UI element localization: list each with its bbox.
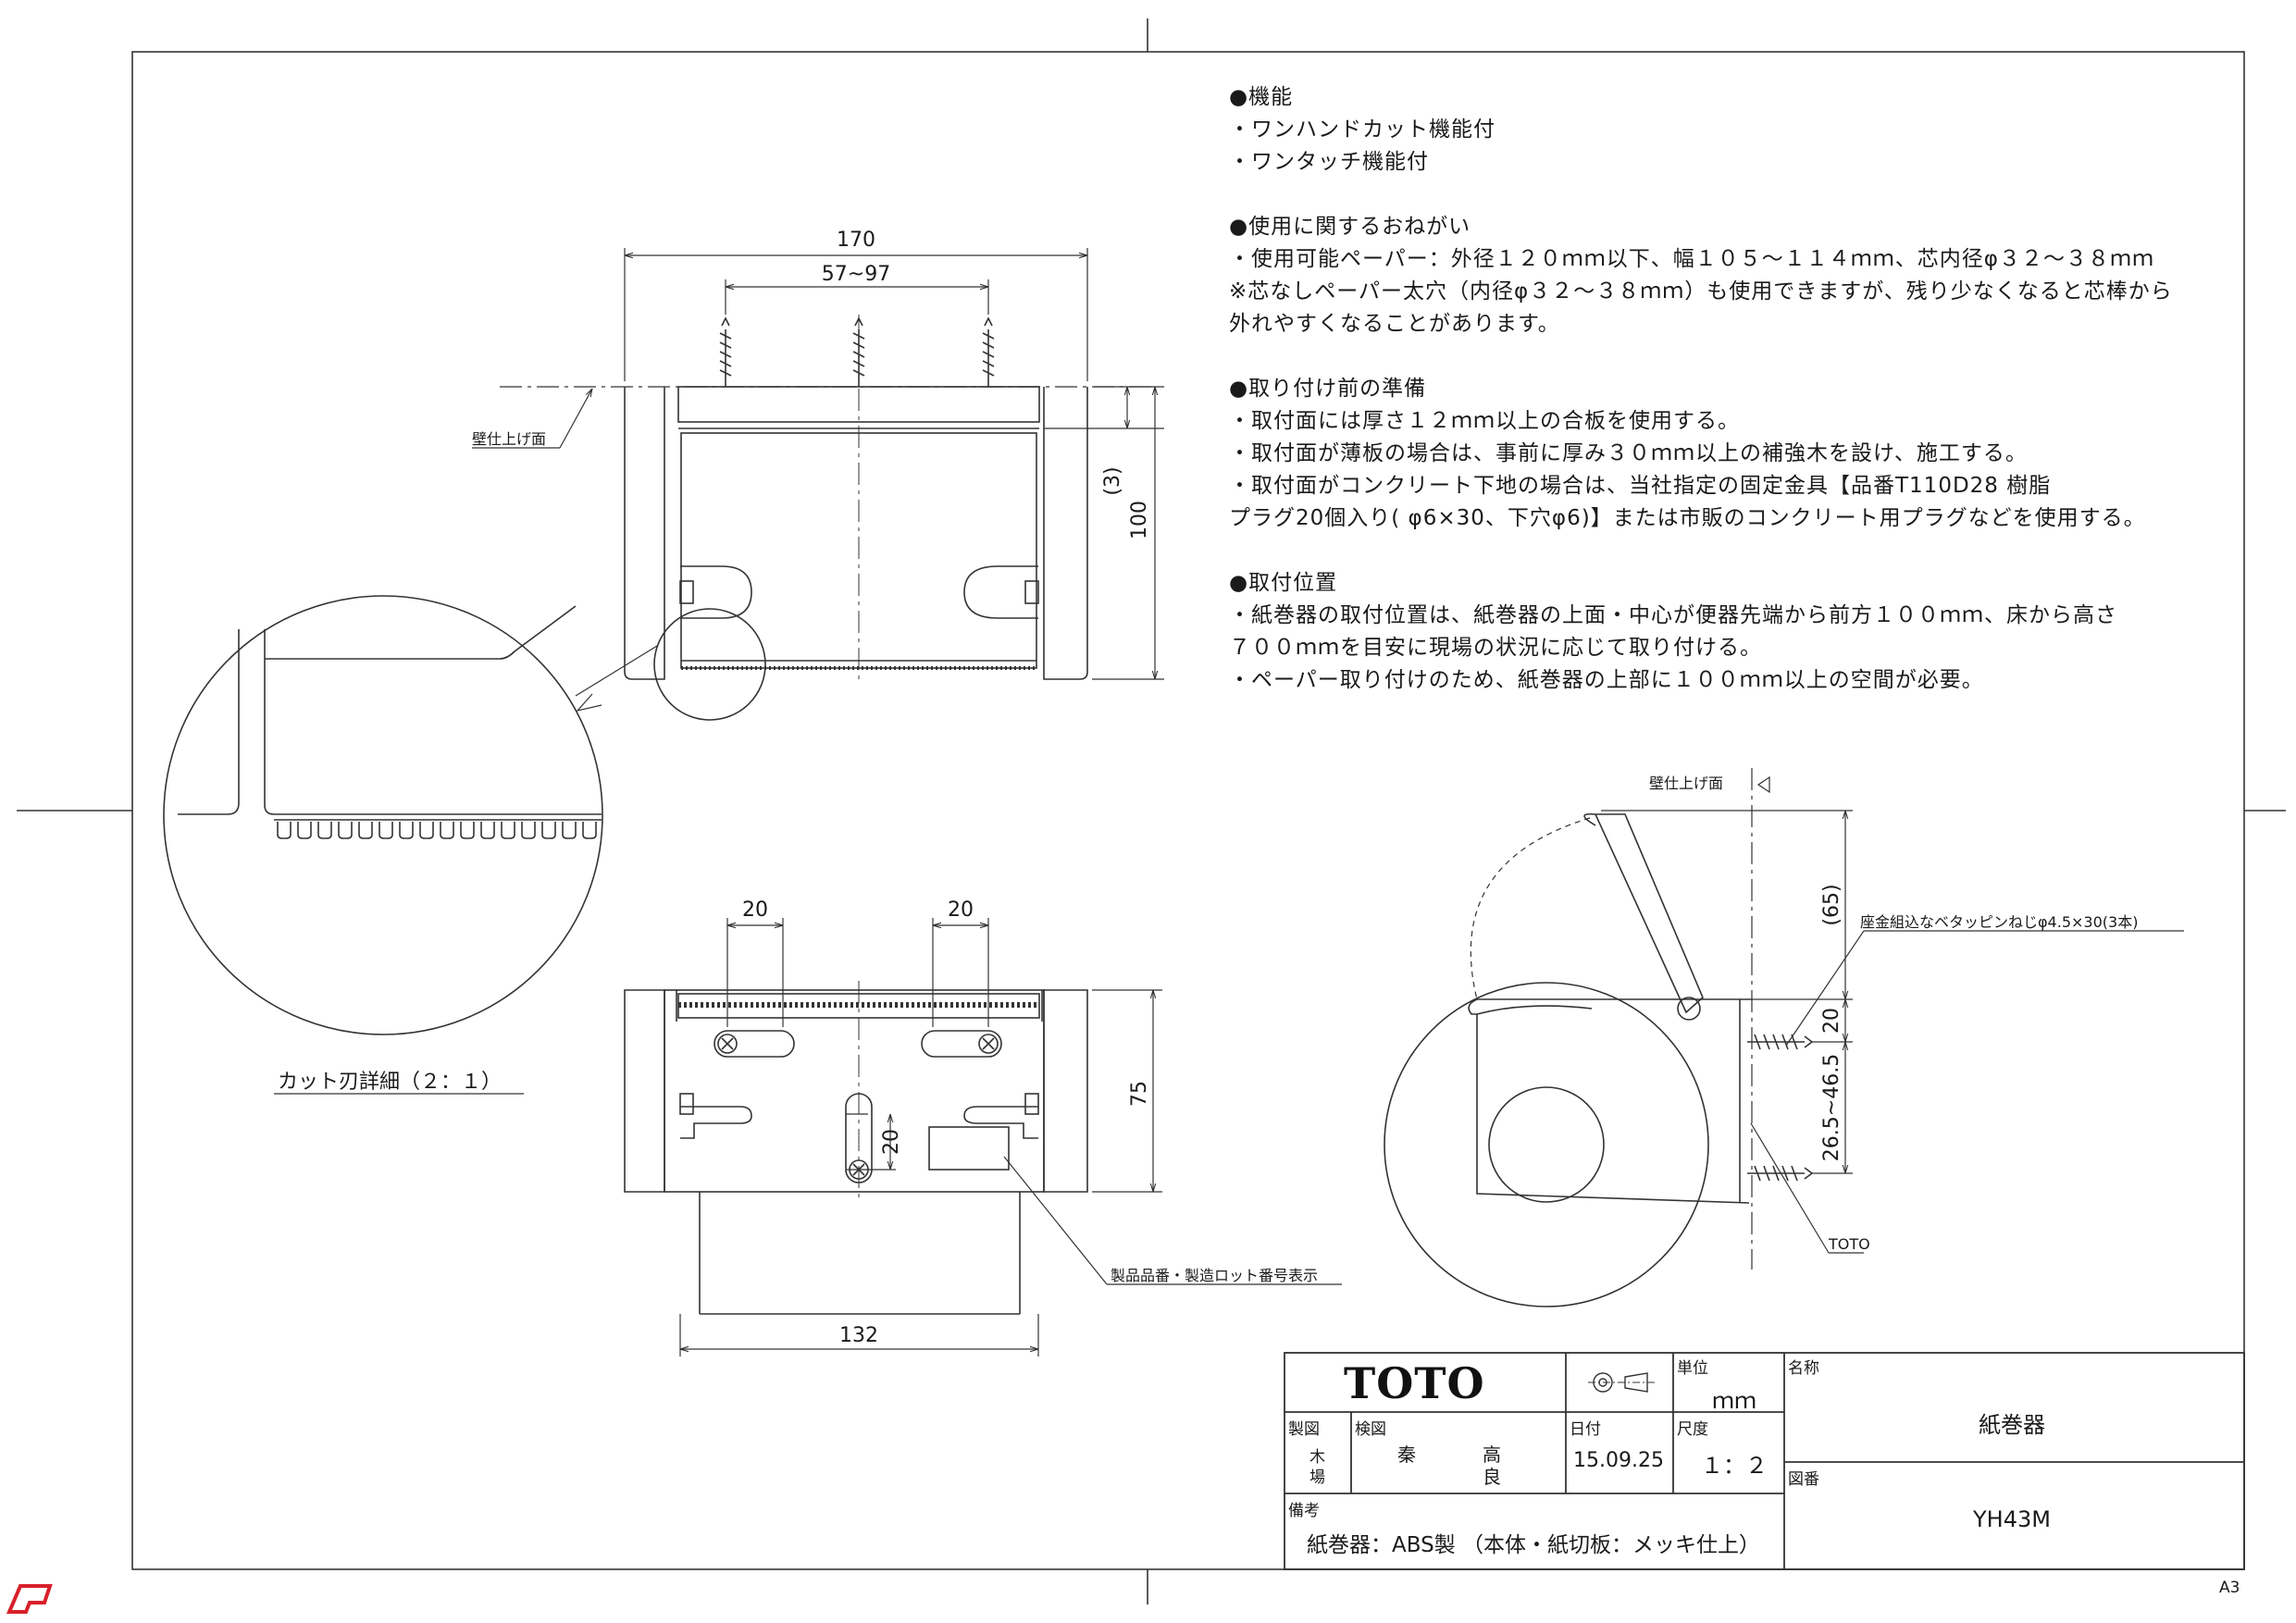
- dim-back-height: 75: [1128, 1081, 1151, 1107]
- unit-label: 単位: [1677, 1359, 1708, 1378]
- label-wall-side: 壁仕上げ面: [1649, 774, 1723, 792]
- scale-label: 尺度: [1677, 1420, 1708, 1439]
- dim-front-width: 170: [837, 229, 875, 252]
- note-line: 外れやすくなることがあります。: [1229, 312, 1560, 336]
- note-line: [1229, 341, 2265, 373]
- note-line: ・取付面には厚さ１２ｍｍ以上の合板を使用する。: [1229, 409, 1740, 433]
- note-line: プラグ20個入り( φ6×30、下穴φ6)】または市販のコンクリート用プラグなど…: [1229, 506, 2146, 530]
- dim-side-range: 26.5~46.5: [1820, 1054, 1843, 1161]
- dim-side-top: (65): [1820, 884, 1843, 925]
- dim-slot-center: 20: [880, 1129, 903, 1155]
- note-line: ・取付面が薄板の場合は、事前に厚み３０ｍｍ以上の補強木を設け、施工する。: [1229, 441, 2028, 465]
- date-value: 15.09.25: [1573, 1449, 1664, 1472]
- note-line: ・ペーパー取り付けのため、紙巻器の上部に１００ｍｍ以上の空間が必要。: [1229, 668, 1984, 692]
- drawing-no-value: YH43M: [1973, 1506, 2051, 1532]
- dim-slot-left: 20: [742, 898, 768, 922]
- note-line: [1229, 179, 2265, 211]
- note-line: ●使用に関するおねがい: [1229, 215, 1471, 239]
- back-dimensions: [679, 918, 1342, 1357]
- sheet-size: A3: [2219, 1579, 2240, 1597]
- label-screw: 座金組込なベタッピンねじφ4.5×30(3本): [1860, 913, 2138, 931]
- unit-value: ｍｍ: [1712, 1388, 1756, 1414]
- front-dimensions: [472, 248, 1164, 680]
- remarks-value: 紙巻器：ABS製 （本体・紙切板：メッキ仕上）: [1307, 1533, 1761, 1557]
- corner-logo: [6, 1584, 53, 1614]
- name-label: 名称: [1788, 1359, 1819, 1378]
- drawn-name-1: 木: [1309, 1448, 1325, 1467]
- note-line: ●機能: [1229, 85, 1294, 109]
- toto-logo: TOTO: [1344, 1358, 1485, 1408]
- note-line: ・取付面がコンクリート下地の場合は、当社指定の固定金具【品番T110D28 樹脂: [1229, 474, 2052, 498]
- back-view: [624, 981, 1088, 1315]
- dim-screw-pitch: 57~97: [822, 263, 890, 286]
- front-view: [500, 315, 1157, 721]
- projection-symbol: [1588, 1372, 1657, 1393]
- side-dimensions: [1601, 775, 2184, 1254]
- dim-offset-3: (3): [1101, 466, 1124, 495]
- remarks-label: 備考: [1288, 1502, 1320, 1520]
- drawing-no-label: 図番: [1788, 1470, 1819, 1489]
- title-block-lines: [1284, 1352, 2245, 1570]
- label-wall-front: 壁仕上げ面: [472, 430, 546, 448]
- checked-name-2a: 高: [1483, 1443, 1501, 1466]
- dim-bottom-width: 132: [839, 1324, 878, 1347]
- note-line: [1229, 535, 2265, 567]
- cut-blade-detail: [163, 595, 658, 1095]
- note-line: ●取付位置: [1229, 571, 1338, 595]
- label-lot: 製品品番・製造ロット番号表示: [1111, 1267, 1318, 1284]
- label-toto-mark: TOTO: [1828, 1235, 1870, 1253]
- dim-slot-right: 20: [948, 898, 974, 922]
- dim-side-20: 20: [1820, 1008, 1843, 1034]
- note-line: ●取り付け前の準備: [1229, 377, 1427, 401]
- drawn-label: 製図: [1288, 1420, 1320, 1439]
- note-line: ・使用可能ペーパー：外径１２０ｍｍ以下、幅１０５～１１４ｍｍ、芯内径φ３２～３８…: [1229, 247, 2154, 271]
- drawn-name-2: 場: [1309, 1468, 1325, 1487]
- checked-name-2b: 良: [1483, 1466, 1501, 1488]
- checked-label: 検図: [1355, 1420, 1386, 1439]
- note-line: ７００ｍｍを目安に現場の状況に応じて取り付ける。: [1229, 636, 1762, 660]
- note-line: ・ワンタッチ機能付: [1229, 150, 1429, 174]
- scale-value: １：２: [1701, 1453, 1768, 1479]
- date-label: 日付: [1570, 1420, 1601, 1439]
- label-detail-caption: カット刃詳細（２：１）: [278, 1071, 502, 1094]
- checked-name-1: 秦: [1397, 1443, 1416, 1466]
- notes-block: ●機能・ワンハンドカット機能付・ワンタッチ機能付 ●使用に関するおねがい・使用可能…: [1229, 81, 2265, 697]
- side-view: [1384, 768, 1814, 1307]
- dim-front-height: 100: [1128, 501, 1151, 539]
- note-line: ・紙巻器の取付位置は、紙巻器の上面・中心が便器先端から前方１００ｍｍ、床から高さ: [1229, 603, 2117, 627]
- note-line: ※芯なしペーパー太穴（内径φ３２～３８ｍｍ）も使用できますが、残り少なくなると芯…: [1229, 279, 2173, 304]
- note-line: ・ワンハンドカット機能付: [1229, 118, 1496, 142]
- name-value: 紙巻器: [1979, 1412, 2045, 1438]
